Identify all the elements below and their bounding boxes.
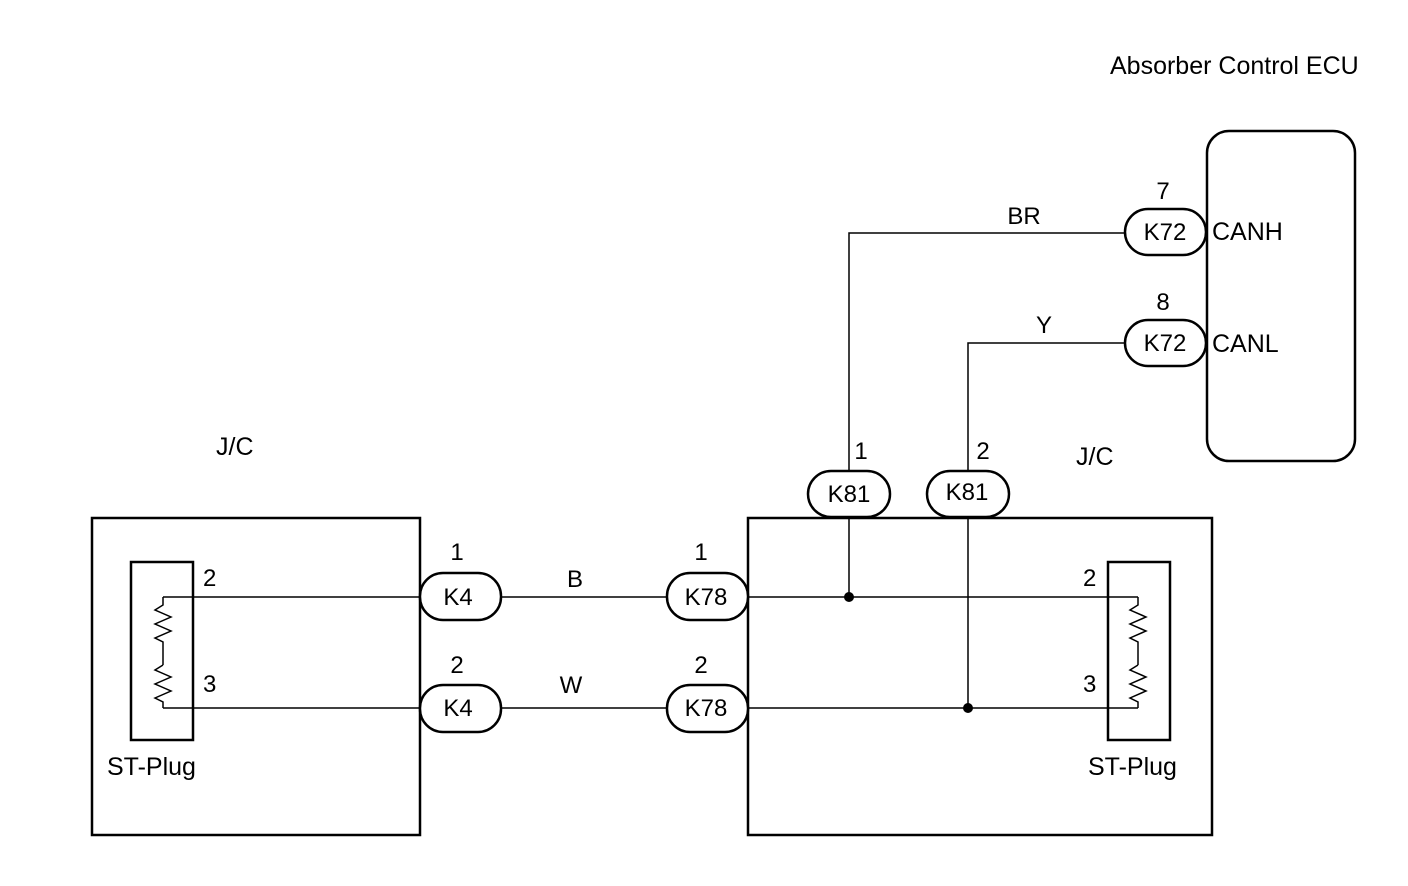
ecu-box [1205, 129, 1357, 463]
connector-k78-1: K78 [665, 571, 750, 622]
connector-k78-2: K78 [665, 683, 750, 734]
connector-k72-canh: K72 [1123, 207, 1208, 257]
connector-k81-2: K81 [925, 469, 1011, 519]
plug-pin-number: 2 [1083, 565, 1096, 592]
pin-number: 1 [694, 539, 707, 566]
resistor-left-icon [153, 597, 173, 708]
st-plug-right-label: ST-Plug [1088, 753, 1177, 781]
plug-pin-number: 2 [203, 565, 216, 592]
pin-number: 2 [976, 438, 989, 465]
pin-number: 2 [450, 652, 463, 679]
st-plug-left [129, 560, 195, 742]
ecu-title: Absorber Control ECU [1110, 52, 1359, 80]
connector-k81-1: K81 [806, 469, 892, 519]
junction-dot-bottom [963, 703, 973, 713]
plug-pin-number: 3 [203, 671, 216, 698]
connector-label: K78 [685, 584, 728, 611]
connector-k72-canl: K72 [1123, 318, 1208, 368]
wire-canh [848, 232, 1125, 470]
pin-number: 2 [694, 652, 707, 679]
connector-label: K81 [946, 479, 989, 506]
jc-right-box [746, 516, 1214, 837]
jc-left-label: J/C [216, 433, 254, 461]
jc-right-label: J/C [1076, 443, 1114, 471]
wire-canl [967, 342, 1125, 470]
pin-number: 8 [1156, 289, 1169, 316]
pin-number: 1 [854, 438, 867, 465]
junction-dot-top [844, 592, 854, 602]
st-plug-left-label: ST-Plug [107, 753, 196, 781]
ecu-pin-canl: CANL [1212, 330, 1279, 358]
connector-label: K78 [685, 695, 728, 722]
connector-label: K72 [1144, 330, 1187, 357]
resistor-right-icon [1128, 597, 1148, 708]
connector-label: K4 [443, 695, 472, 722]
wire-color-y: Y [1036, 312, 1052, 339]
ecu-pin-canh: CANH [1212, 218, 1283, 246]
connector-label: K81 [828, 481, 871, 508]
connector-label: K4 [443, 584, 472, 611]
pin-number: 7 [1156, 178, 1169, 205]
connector-label: K72 [1144, 219, 1187, 246]
pin-number: 1 [450, 539, 463, 566]
wire-color-b: B [567, 566, 583, 593]
connector-k4-1: K4 [418, 571, 503, 622]
plug-pin-number: 3 [1083, 671, 1096, 698]
jc-left-box [90, 516, 422, 837]
connector-k4-2: K4 [418, 683, 503, 734]
wire-color-br: BR [1007, 203, 1040, 230]
wire-color-w: W [560, 672, 583, 699]
st-plug-right [1106, 560, 1172, 742]
